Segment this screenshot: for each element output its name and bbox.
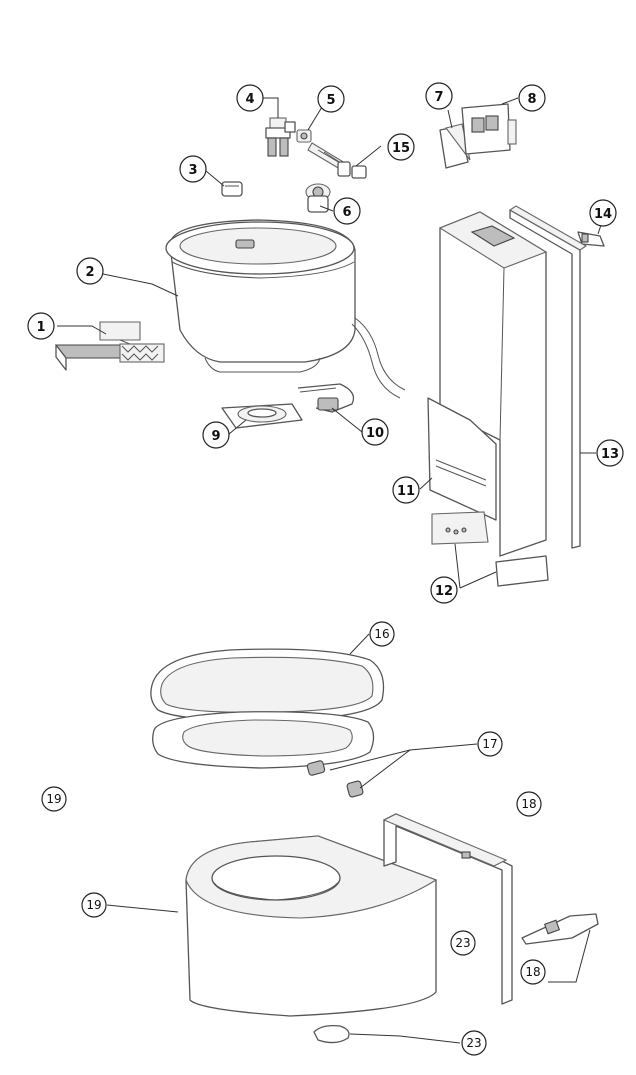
callout-6: 6 — [333, 197, 361, 225]
part-8-switch-plate — [461, 103, 517, 155]
callout-7: 7 — [425, 82, 453, 110]
callout-18-bottom-label: 18 — [525, 965, 540, 979]
callout-17-label: 17 — [482, 737, 497, 751]
callout-5: 5 — [317, 85, 345, 113]
callout-9-label: 9 — [211, 429, 220, 444]
callout-7-label: 7 — [434, 90, 443, 105]
callout-15-label: 15 — [392, 141, 410, 156]
callout-9: 9 — [202, 421, 230, 449]
part-9-flange-plate — [221, 403, 303, 429]
callout-11-label: 11 — [397, 484, 415, 499]
part-5-flush-sensor — [296, 129, 312, 143]
part-14-clip — [577, 231, 605, 247]
callout-19-bottom-label: 19 — [86, 898, 101, 912]
callout-2-label: 2 — [85, 265, 94, 280]
callout-3: 3 — [179, 155, 207, 183]
callout-16: 16 — [369, 621, 395, 647]
part-11-tank-housing — [427, 211, 548, 557]
callout-18-top: 18 — [516, 791, 542, 817]
part-15-flush-lever — [307, 142, 367, 179]
callout-2: 2 — [76, 257, 104, 285]
callout-13-label: 13 — [601, 447, 619, 462]
callout-19-bottom: 19 — [81, 892, 107, 918]
callout-8-label: 8 — [527, 92, 536, 107]
part-2-toilet-bowl — [165, 219, 406, 399]
callout-23-top-label: 23 — [455, 936, 470, 950]
callout-19-top-label: 19 — [46, 792, 61, 806]
callout-13: 13 — [596, 439, 624, 467]
callout-19-top: 19 — [41, 786, 67, 812]
callout-12: 12 — [430, 576, 458, 604]
callout-18-bottom: 18 — [520, 959, 546, 985]
callout-17: 17 — [477, 731, 503, 757]
part-16-seat-ring — [152, 711, 375, 769]
part-3-cap — [221, 181, 243, 197]
callout-23-bottom-label: 23 — [466, 1036, 481, 1050]
callout-1-label: 1 — [36, 320, 45, 335]
callout-14-label: 14 — [594, 207, 612, 222]
part-18-release-handle — [521, 913, 599, 945]
part-12-control-board — [431, 511, 549, 587]
part-16-lid — [150, 648, 385, 721]
leader-lines — [57, 97, 603, 1044]
callout-4-label: 4 — [245, 92, 254, 107]
part-10-valve-assembly — [297, 383, 355, 413]
part-17-hinge-pins — [306, 760, 364, 798]
callout-3-label: 3 — [188, 163, 197, 178]
callout-10-label: 10 — [366, 426, 384, 441]
callout-12-label: 12 — [435, 584, 453, 599]
part-18-rear-frame — [382, 813, 513, 1005]
callout-10: 10 — [361, 418, 389, 446]
callout-15: 15 — [387, 133, 415, 161]
callout-6-label: 6 — [342, 205, 351, 220]
callout-1: 1 — [27, 312, 55, 340]
callout-5-label: 5 — [326, 93, 335, 108]
part-23-clip — [313, 1024, 350, 1044]
callout-23-top: 23 — [450, 930, 476, 956]
part-19-bowl-shroud — [185, 835, 438, 1017]
callout-11: 11 — [392, 476, 420, 504]
part-6-pump — [305, 183, 331, 213]
callout-8: 8 — [518, 84, 546, 112]
part-1-control-box — [54, 321, 165, 371]
callout-18-top-label: 18 — [521, 797, 536, 811]
part-13-rear-panel — [508, 205, 588, 549]
callout-16-label: 16 — [374, 627, 389, 641]
callout-4: 4 — [236, 84, 264, 112]
callout-14: 14 — [589, 199, 617, 227]
part-4-water-valve — [265, 117, 296, 157]
callout-23-bottom: 23 — [461, 1030, 487, 1056]
